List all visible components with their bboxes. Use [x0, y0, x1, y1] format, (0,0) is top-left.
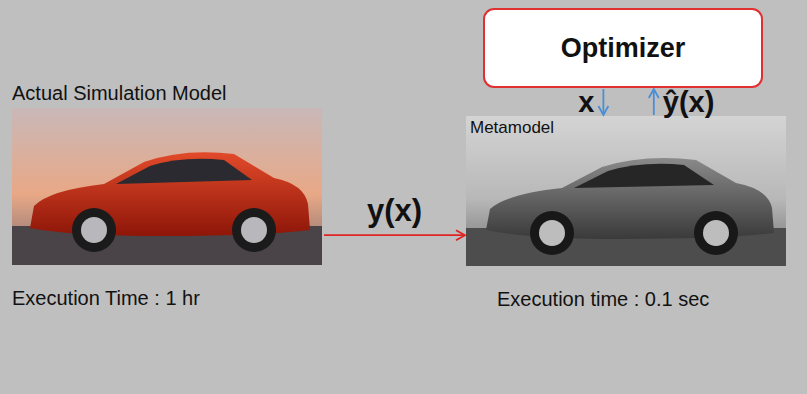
red-car-photo — [12, 108, 322, 265]
model-heading: Metamodel — [470, 118, 554, 138]
execution-time-label: Execution Time : 1 hr — [12, 287, 200, 310]
model-heading: Actual Simulation Model — [12, 82, 227, 105]
grey-car-photo — [466, 116, 786, 266]
edge-label: ŷ(x) — [663, 86, 715, 119]
simulation-model-image: Actual Simulation ModelExecution Time : … — [12, 108, 322, 265]
data-arrow — [324, 234, 465, 236]
output-arrow — [653, 89, 655, 115]
edge-label: x — [578, 86, 594, 119]
metamodel-image: MetamodelExecution time : 0.1 sec — [466, 116, 786, 266]
input-arrow — [603, 89, 605, 115]
optimizer-box: Optimizer — [483, 8, 763, 88]
optimizer-label: Optimizer — [561, 33, 686, 64]
edge-label: y(x) — [367, 193, 422, 229]
execution-time-label: Execution time : 0.1 sec — [497, 288, 709, 311]
